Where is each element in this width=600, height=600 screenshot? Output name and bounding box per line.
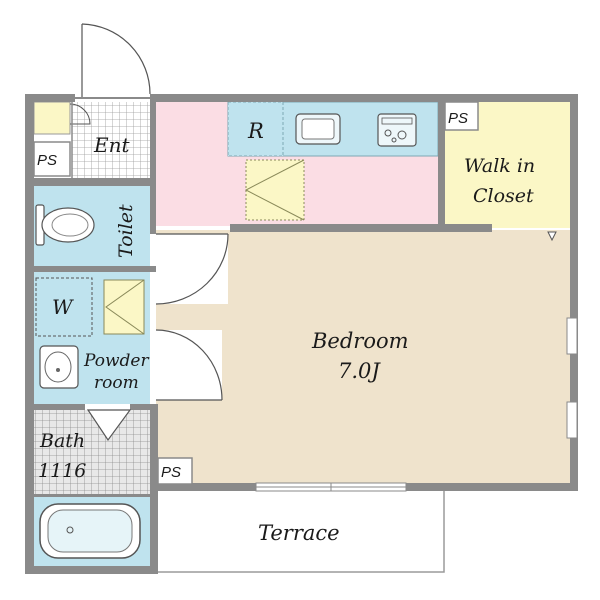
window-right	[566, 317, 578, 439]
bath-label-line1: Bath	[39, 430, 85, 452]
ps-label-entrance: PS	[37, 152, 57, 169]
sink-basin	[301, 118, 335, 140]
bedroom-door-upper	[155, 233, 229, 305]
ps-shaft-closet	[444, 101, 479, 131]
washer-space	[35, 277, 93, 337]
walkin-closet-label-line2: Closet	[473, 185, 534, 207]
storage-hatch-icon	[244, 159, 305, 221]
closet-door-mark	[547, 231, 557, 242]
powder-label-line1: Powder	[83, 351, 149, 371]
washer-label: W	[52, 295, 74, 319]
bath-label-line2: 1116	[38, 460, 86, 482]
terrace-label: Terrace	[258, 521, 340, 545]
laundry-shelf-icon	[103, 279, 145, 335]
walkin-closet-label-line1: Walk in	[464, 155, 535, 177]
ps-label-bedroom: PS	[161, 464, 181, 481]
bedroom-label-line1: Bedroom	[311, 329, 409, 353]
terrace-floor	[155, 489, 445, 573]
stove-icon	[377, 113, 417, 147]
washroom-door	[155, 329, 223, 401]
bedroom-label-line2: 7.0J	[338, 359, 381, 383]
ps-label-closet: PS	[448, 110, 468, 127]
entrance-label: Ent	[93, 133, 130, 157]
bath-door	[86, 409, 132, 442]
refrigerator-label: R	[247, 119, 264, 143]
bathtub-icon	[39, 503, 141, 559]
bath-tile-floor	[34, 410, 150, 494]
ps-shaft-bedroom	[157, 457, 193, 485]
powder-label-line2: room	[94, 373, 139, 393]
shoe-cabinet-door	[69, 103, 91, 125]
shoe-cabinet	[33, 101, 71, 135]
toilet-icon	[35, 204, 95, 246]
entrance-floor	[72, 102, 150, 178]
front-door	[75, 23, 152, 99]
walls	[25, 94, 578, 574]
ps-shaft-entrance	[33, 141, 71, 177]
toilet-label: Toilet	[115, 204, 137, 258]
wash-basin-icon	[39, 345, 79, 389]
terrace-sliding-window	[255, 482, 407, 492]
